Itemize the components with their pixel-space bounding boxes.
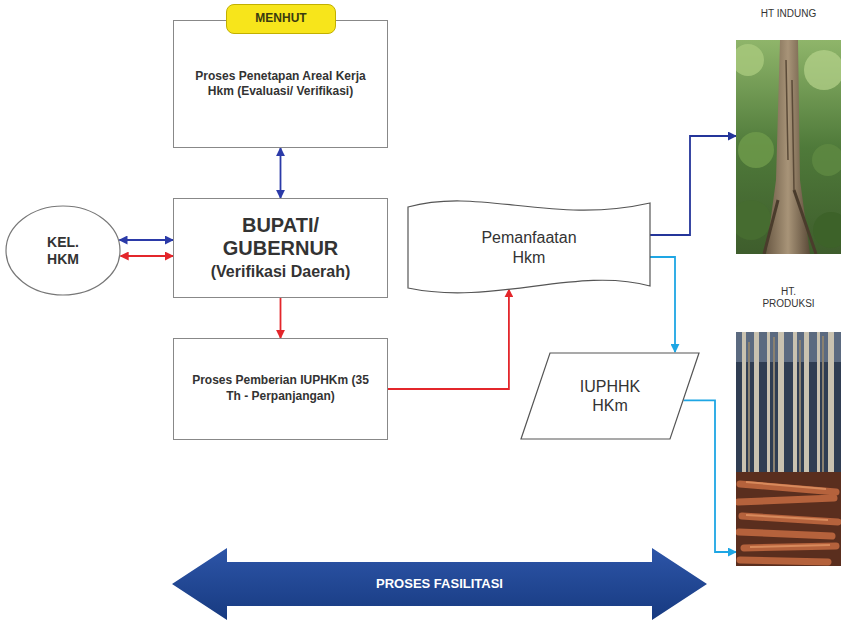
- node-text: IUPHHK HKm: [565, 377, 655, 415]
- plantation-photo: [736, 332, 841, 566]
- forest-panel: HT. PRODUKSI: [736, 284, 841, 566]
- forest-photo: [736, 40, 841, 254]
- flow-connector: [684, 400, 737, 552]
- node-text: HT. PRODUKSI: [756, 284, 822, 311]
- text-wrap: BUPATI/ GUBERNUR (Verifikasi Daerah): [174, 199, 387, 297]
- flow-connector: [280, 148, 282, 198]
- flow-connector: [650, 257, 675, 352]
- parallelogram-outline: [521, 353, 699, 439]
- text-wrap: MENHUT: [227, 5, 335, 33]
- node-text: (Verifikasi Daerah): [211, 262, 351, 281]
- node-text: Proses Pemberian IUPHKm (35 Th - Perpanj…: [191, 373, 371, 404]
- forest-panel: HT INDUNG: [736, 6, 841, 254]
- authority-box: BUPATI/ GUBERNUR (Verifikasi Daerah): [173, 198, 388, 298]
- text-wrap: Proses Penetapan Areal Kerja Hkm (Evalua…: [174, 21, 387, 147]
- node-text: HT INDUNG: [758, 6, 819, 22]
- text-wrap: IUPHHK HKm: [520, 352, 700, 440]
- process-band: PROSES FASILITASI: [172, 548, 707, 620]
- para-outline: [520, 352, 700, 440]
- process-box: Proses Pemberian IUPHKm (35 Th - Perpanj…: [173, 338, 388, 440]
- group-ellipse: KEL. HKM: [5, 205, 121, 296]
- ellipse-outline: [6, 206, 120, 295]
- permit-parallelogram: IUPHHK HKm: [520, 352, 700, 440]
- text-wrap: Pemanfaatan Hkm: [408, 195, 650, 300]
- node-text: Pemanfaatan Hkm: [464, 228, 594, 266]
- text-wrap: Proses Pemberian IUPHKm (35 Th - Perpanj…: [174, 339, 387, 439]
- text-wrap: KEL. HKM: [5, 205, 121, 296]
- flow-connector: [650, 136, 736, 235]
- flow-connector: [280, 298, 282, 338]
- text-wrap: HT. PRODUKSI: [736, 284, 841, 566]
- node-text: MENHUT: [255, 12, 306, 25]
- wave-outline: [408, 195, 650, 300]
- flow-connector: [119, 239, 173, 241]
- node-text: BUPATI/ GUBERNUR: [211, 214, 351, 260]
- text-wrap: PROSES FASILITASI: [172, 548, 707, 620]
- authority-tag: MENHUT: [226, 4, 336, 34]
- flow-connector: [388, 289, 509, 389]
- document-shape: Pemanfaatan Hkm: [408, 195, 650, 300]
- wave-outline: [408, 201, 650, 293]
- node-text: PROSES FASILITASI: [376, 576, 503, 592]
- flow-connector: [121, 255, 173, 257]
- node-text: KEL. HKM: [37, 234, 89, 266]
- text-wrap: HT INDUNG: [736, 6, 841, 254]
- process-box: Proses Penetapan Areal Kerja Hkm (Evalua…: [173, 20, 388, 148]
- node-text: Proses Penetapan Areal Kerja Hkm (Evalua…: [191, 69, 371, 99]
- double-arrow-band: [172, 548, 707, 620]
